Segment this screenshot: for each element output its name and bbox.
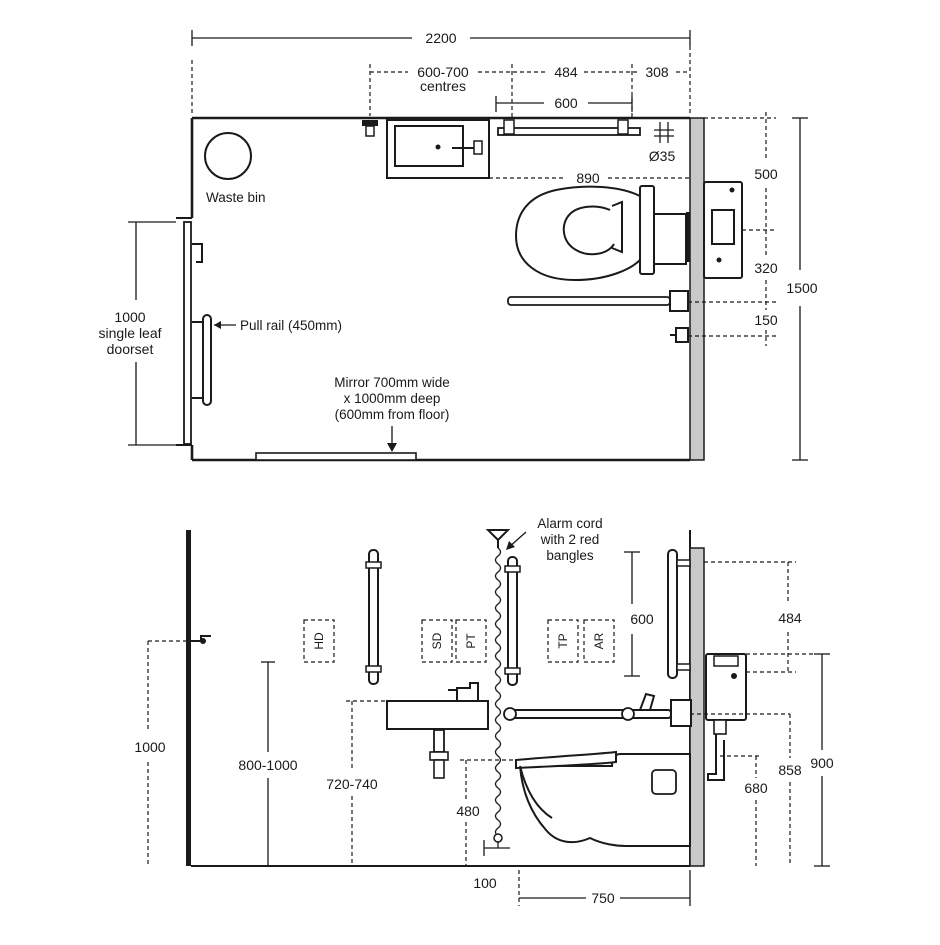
seat-rail-text: 680 <box>744 780 768 796</box>
rail-offset-text: 484 <box>778 610 802 626</box>
elevation-view: 1000 HD SD PT TP AR <box>134 516 834 906</box>
mirror-label-2: x 1000mm deep <box>344 391 441 406</box>
rail-gap-text: 320 <box>754 260 778 276</box>
alarm-cord[interactable] <box>483 529 511 856</box>
elev-pan-projection-text: 750 <box>591 890 615 906</box>
elev-vertical-rail-left[interactable] <box>365 549 382 685</box>
basin-centres-text-1: 600-700 <box>417 64 469 80</box>
plan-width-dimension: 2200 <box>191 30 691 115</box>
basin-height-range-text: 720-740 <box>326 776 378 792</box>
elev-vertical-rail-right[interactable] <box>667 549 691 679</box>
plan-dropdown-rail[interactable] <box>507 290 689 343</box>
elevation-duct-wall <box>689 547 705 867</box>
flush-height-text: 900 <box>810 755 834 771</box>
rail-diameter-text: Ø35 <box>649 148 676 164</box>
plan-right-dimensions: 500 320 150 1500 <box>688 112 818 461</box>
elev-vertical-rail-dimension: 600 <box>624 551 654 677</box>
alarm-label-2: with 2 red <box>540 532 600 547</box>
pull-rail-label-group: Pull rail (450mm) <box>214 318 342 333</box>
flush-plate-plan[interactable] <box>703 181 743 279</box>
elev-right-dimensions: 484 858 680 900 <box>690 561 834 867</box>
elev-flush-cistern[interactable] <box>705 653 747 781</box>
basin-centres-text-2: centres <box>420 78 466 94</box>
cistern-height-text: 858 <box>778 762 802 778</box>
rail-diameter-mark: Ø35 <box>649 122 676 164</box>
plan-mirror: Mirror 700mm wide x 1000mm deep (600mm f… <box>255 375 450 461</box>
plan-door-dimension: 1000 single leaf doorset <box>98 221 176 446</box>
elev-door-handle-dimension: 1000 <box>134 640 186 866</box>
elev-vertical-rail-middle[interactable] <box>504 556 521 686</box>
elev-dropdown-rail[interactable] <box>503 692 692 727</box>
mirror-label-1: Mirror 700mm wide <box>334 375 450 390</box>
waste-bin[interactable]: Waste bin <box>204 132 266 205</box>
box-sd-label: SD <box>430 632 444 649</box>
box-sd: SD <box>421 619 453 663</box>
waste-bin-label: Waste bin <box>206 190 266 205</box>
box-tp: TP <box>547 619 579 663</box>
box-pt-label: PT <box>464 633 478 649</box>
box-ar-label: AR <box>592 632 606 649</box>
plan-room-walls <box>190 116 705 462</box>
box-pt: PT <box>455 619 487 663</box>
plan-door[interactable] <box>176 217 212 446</box>
cord-from-floor-text: 100 <box>473 875 497 891</box>
door-desc-text-1: single leaf <box>98 325 161 341</box>
pan-projection-dimension: 890 <box>489 170 690 186</box>
alarm-label-1: Alarm cord <box>537 516 602 531</box>
plan-back-rail[interactable] <box>497 119 641 136</box>
seat-height-text: 480 <box>456 803 480 819</box>
plan-wc-pan[interactable] <box>514 185 690 282</box>
vertical-rail-length-text: 600 <box>630 611 654 627</box>
elev-basin[interactable] <box>386 682 489 779</box>
plan-view: 2200 600-700 centres 484 308 600 <box>98 30 818 462</box>
pull-rail[interactable] <box>202 314 212 406</box>
box-hd: HD <box>303 619 335 663</box>
box-ar: AR <box>583 619 615 663</box>
plan-basin[interactable] <box>362 119 490 179</box>
elev-pan-projection-dimension: 750 100 <box>473 870 691 906</box>
plan-width-text: 2200 <box>425 30 456 46</box>
pan-projection-text: 890 <box>576 170 600 186</box>
alarm-label-3: bangles <box>546 548 594 563</box>
door-desc-text-2: doorset <box>107 341 154 357</box>
bottom-gap-text: 150 <box>754 312 778 328</box>
elevation-walls <box>186 530 705 867</box>
elev-rail-height-dimension: 800-1000 <box>238 661 298 866</box>
pan-offset-text: 500 <box>754 166 778 182</box>
plan-top-dimensions: 600-700 centres 484 308 600 <box>369 64 690 120</box>
box-hd-label: HD <box>312 632 326 650</box>
alarm-cord-label-group: Alarm cord with 2 red bangles <box>506 516 603 563</box>
pull-rail-label: Pull rail (450mm) <box>240 318 342 333</box>
rail-span-text: 484 <box>554 64 578 80</box>
elev-wc-pan[interactable] <box>515 750 691 847</box>
box-tp-label: TP <box>556 633 570 648</box>
plan-duct-wall <box>689 117 705 461</box>
plan-depth-text: 1500 <box>786 280 817 296</box>
rail-length-text: 600 <box>554 95 578 111</box>
elev-seat-height-dimension: 480 <box>456 759 516 866</box>
elev-basin-height-dimension: 720-740 <box>326 700 386 866</box>
door-width-text: 1000 <box>114 309 145 325</box>
rail-to-wall-text: 308 <box>645 64 669 80</box>
door-handle-height-text: 1000 <box>134 739 165 755</box>
rail-height-range-text: 800-1000 <box>238 757 297 773</box>
mirror-label-3: (600mm from floor) <box>335 407 450 422</box>
